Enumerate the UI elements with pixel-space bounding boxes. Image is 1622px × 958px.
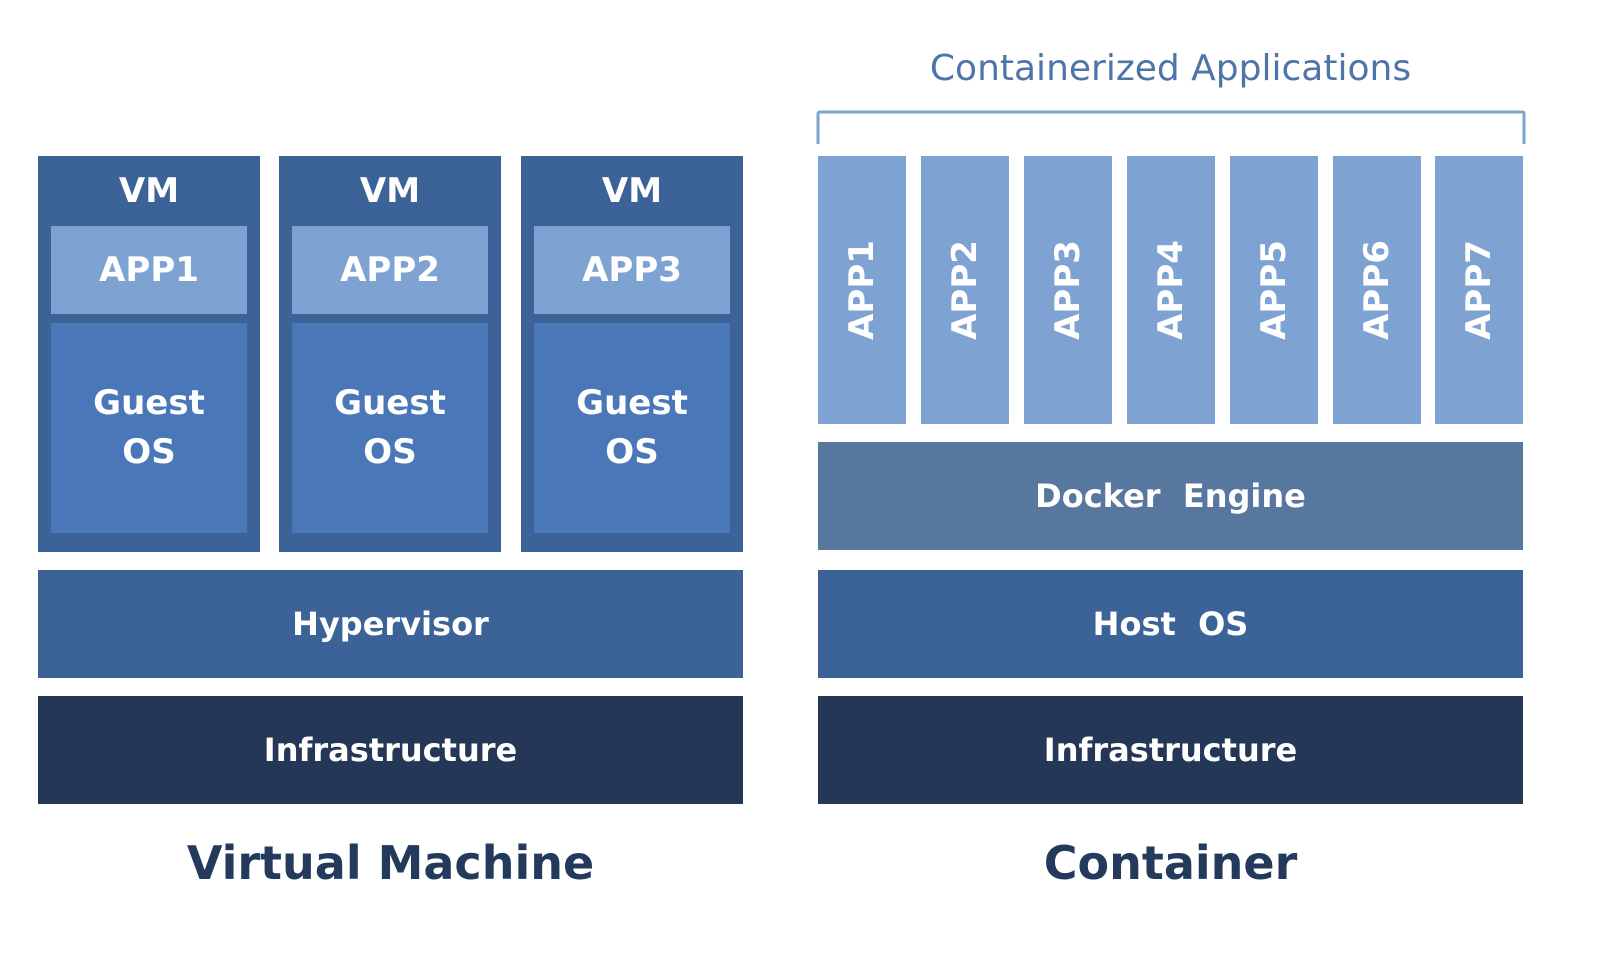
container-caption: Container	[1043, 836, 1298, 890]
guest-os-box: Guest OS	[292, 323, 488, 533]
container-app-label: APP1	[842, 240, 882, 340]
guest-os-box: Guest OS	[51, 323, 247, 533]
docker-engine-layer: Docker Engine	[818, 442, 1523, 550]
hypervisor-layer: Hypervisor	[38, 570, 743, 678]
guest-os-label-line1: Guest	[576, 382, 688, 423]
container-app-2: APP2	[921, 156, 1009, 424]
containerized-apps-label: Containerized Applications	[929, 47, 1412, 89]
vm-app-box: APP1	[51, 226, 247, 314]
vm-box-3: VM APP3 Guest OS	[521, 156, 743, 552]
vm-box-1: VM APP1 Guest OS	[38, 156, 260, 552]
host-os-layer: Host OS	[818, 570, 1523, 678]
container-app-1: APP1	[818, 156, 906, 424]
vm-box-2: VM APP2 Guest OS	[279, 156, 501, 552]
container-app-label: APP7	[1459, 240, 1499, 340]
guest-os-label-line2: OS	[605, 432, 659, 472]
vm-title: VM	[601, 171, 663, 211]
vm-app-box: APP2	[292, 226, 488, 314]
guest-os-label-line2: OS	[122, 432, 176, 472]
container-app-label: APP5	[1254, 240, 1294, 340]
guest-os-label-line2: OS	[363, 432, 417, 472]
container-app-label: APP6	[1357, 240, 1397, 340]
container-app-3: APP3	[1024, 156, 1112, 424]
container-app-5: APP5	[1230, 156, 1318, 424]
vm-title: VM	[359, 171, 421, 211]
vm-app-box: APP3	[534, 226, 730, 314]
container-app-6: APP6	[1333, 156, 1421, 424]
vm-title: VM	[118, 171, 180, 211]
vm-caption: Virtual Machine	[186, 836, 595, 890]
container-app-4: APP4	[1127, 156, 1215, 424]
container-app-label: APP4	[1151, 240, 1191, 340]
apps-bracket	[816, 110, 1526, 144]
vm-infrastructure-layer: Infrastructure	[38, 696, 743, 804]
container-app-label: APP3	[1048, 240, 1088, 340]
guest-os-box: Guest OS	[534, 323, 730, 533]
guest-os-label-line1: Guest	[93, 382, 205, 423]
guest-os-label-line1: Guest	[334, 382, 446, 423]
container-app-7: APP7	[1435, 156, 1523, 424]
container-infrastructure-layer: Infrastructure	[818, 696, 1523, 804]
container-app-label: APP2	[945, 240, 985, 340]
